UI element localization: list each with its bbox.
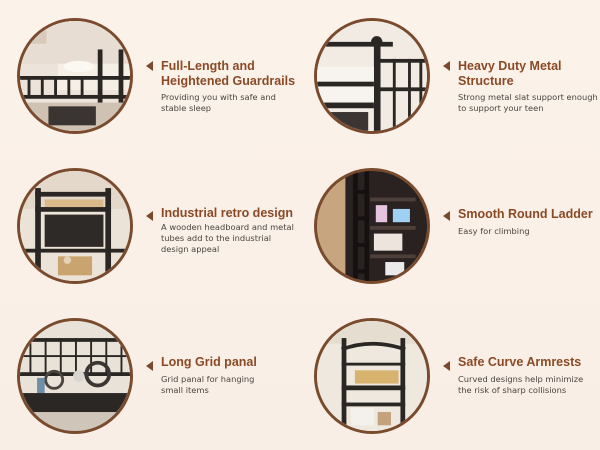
arrow-left-icon [146, 361, 153, 371]
feature-title: Safe Curve Armrests [458, 355, 582, 369]
metal-structure-photo [314, 18, 430, 134]
feature-grid-panel: Long Grid panal Grid panal for hanging s… [0, 300, 300, 450]
feature-title: Industrial retro design [161, 206, 293, 220]
feature-description: Easy for climbing [458, 226, 530, 236]
feature-description: Grid panal for hanging small items [161, 374, 255, 395]
round-ladder-illustration [317, 171, 427, 281]
arrow-left-icon [146, 211, 153, 221]
arrow-left-icon [443, 211, 450, 221]
feature-guardrails: Full-Length and Heightened Guardrails Pr… [0, 0, 300, 150]
feature-title: Long Grid panal [161, 355, 257, 369]
retro-design-photo [17, 168, 133, 284]
feature-retro-design: Industrial retro design A wooden headboa… [0, 150, 300, 300]
metal-structure-illustration [317, 21, 427, 131]
retro-design-illustration [20, 171, 130, 281]
arrow-left-icon [443, 61, 450, 71]
feature-description: A wooden headboard and metal tubes add t… [161, 222, 294, 254]
feature-description: Providing you with safe and stable sleep [161, 92, 276, 113]
feature-title: Full-Length and Heightened Guardrails [161, 59, 296, 88]
feature-description: Curved designs help minimize the risk of… [458, 374, 584, 395]
guardrails-illustration [20, 21, 130, 131]
feature-description: Strong metal slat support enough to supp… [458, 92, 598, 113]
feature-round-ladder: Smooth Round Ladder Easy for climbing [300, 150, 600, 300]
grid-panel-photo [17, 318, 133, 434]
arrow-left-icon [443, 361, 450, 371]
curve-armrests-illustration [317, 321, 427, 431]
guardrails-photo [17, 18, 133, 134]
round-ladder-photo [314, 168, 430, 284]
feature-metal-structure: Heavy Duty Metal Structure Strong metal … [300, 0, 600, 150]
feature-title: Heavy Duty Metal Structure [458, 59, 562, 88]
grid-panel-illustration [20, 321, 130, 431]
feature-curve-armrests: Safe Curve Armrests Curved designs help … [300, 300, 600, 450]
curve-armrests-photo [314, 318, 430, 434]
arrow-left-icon [146, 61, 153, 71]
feature-title: Smooth Round Ladder [458, 207, 593, 221]
